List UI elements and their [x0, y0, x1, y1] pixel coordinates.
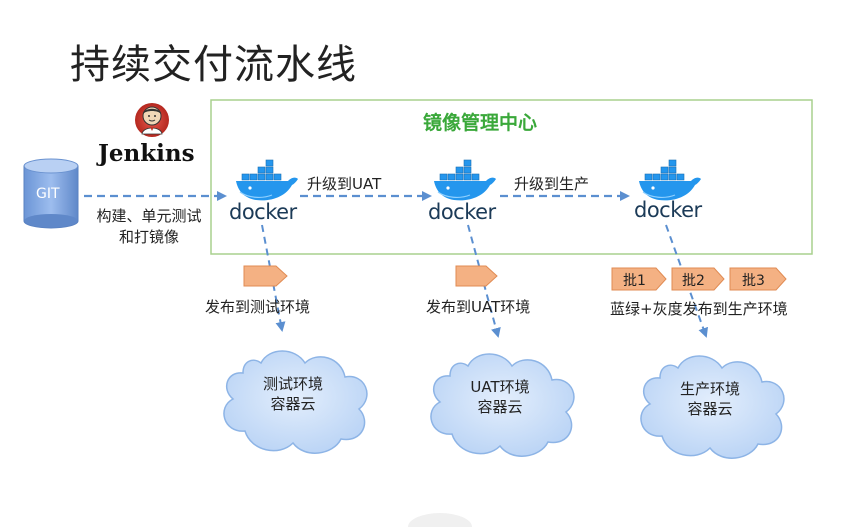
- deploy-tag-uat: [455, 265, 498, 287]
- docker-wordmark: docker: [229, 200, 297, 224]
- cloud-label-uat: UAT环境 容器云: [430, 377, 570, 417]
- build-step-line1: 构建、单元测试: [96, 207, 202, 225]
- batch-label-3: 批3: [742, 273, 765, 289]
- cloud-label-test: 测试环境 容器云: [223, 374, 363, 414]
- page-title: 持续交付流水线: [70, 42, 357, 88]
- promotion-label-uat: 升级到UAT: [307, 175, 382, 193]
- cloud-icon: [640, 355, 785, 459]
- docker-wordmark: docker: [634, 198, 702, 222]
- docker-whale-icon: [235, 159, 299, 201]
- deploy-label-uat: 发布到UAT环境: [426, 298, 531, 316]
- registry-panel-title: 镜像管理中心: [422, 112, 537, 134]
- deploy-label-test: 发布到测试环境: [205, 298, 311, 316]
- docker-wordmark: docker: [428, 200, 496, 224]
- build-step-line2: 和打镜像: [118, 228, 179, 246]
- git-label: GIT: [36, 186, 60, 202]
- docker-whale-icon: [638, 159, 702, 201]
- batch-tag-2: [671, 267, 725, 291]
- batch-label-1: 批1: [623, 273, 646, 289]
- deploy-label-prod: 蓝绿+灰度发布到生产环境: [610, 300, 788, 318]
- cloud-label-prod: 生产环境 容器云: [640, 379, 780, 419]
- cloud-label-line1: UAT环境: [470, 378, 530, 396]
- cloud-label-line2: 容器云: [477, 398, 523, 416]
- jenkins-butler-icon: [135, 103, 169, 137]
- deploy-tag-test: [243, 265, 288, 287]
- arrow-deploy-prod: [665, 224, 708, 338]
- jenkins-label: Jenkins: [98, 140, 195, 167]
- cloud-icon: [223, 350, 368, 454]
- cloud-label-line2: 容器云: [270, 395, 316, 413]
- decorative-circle: [408, 513, 472, 527]
- cloud-label-line1: 生产环境: [679, 380, 740, 398]
- batch-tag-1: [611, 267, 667, 291]
- batch-label-2: 批2: [682, 273, 705, 289]
- batch-tag-3: [729, 267, 787, 291]
- cloud-icon: [430, 353, 575, 457]
- cloud-label-line2: 容器云: [687, 400, 733, 418]
- cloud-label-line1: 测试环境: [262, 375, 323, 393]
- docker-whale-icon: [433, 159, 497, 201]
- promotion-label-prod: 升级到生产: [514, 175, 590, 193]
- registry-panel: [210, 99, 813, 255]
- git-repo-icon: [23, 158, 79, 229]
- build-step-label: 构建、单元测试 和打镜像: [84, 206, 214, 248]
